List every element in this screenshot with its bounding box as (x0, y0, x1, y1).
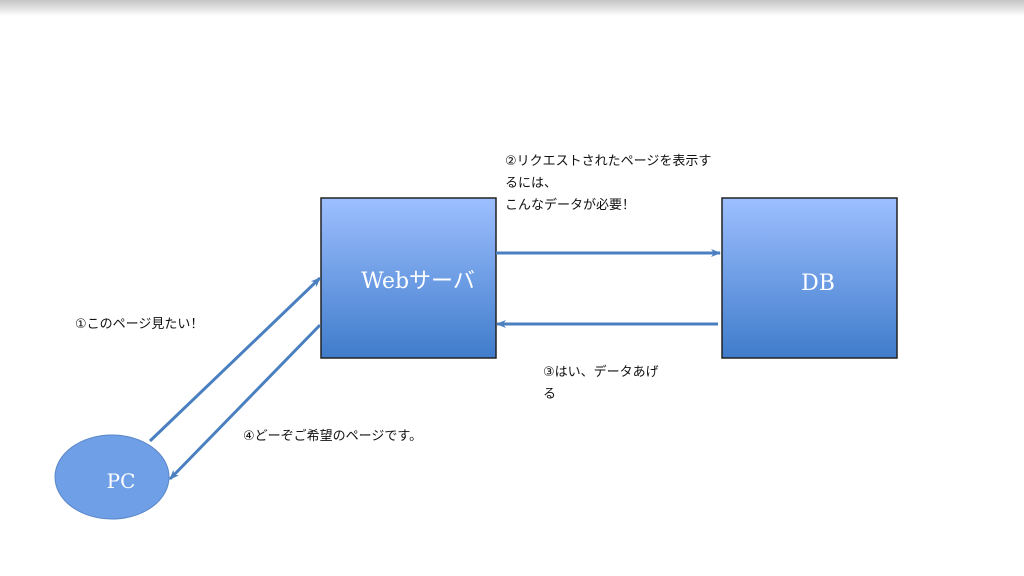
web-server-label: Webサーバ (361, 269, 475, 294)
step2-label: ②リクエストされたページを表示す るには、 こんなデータが必要！ (505, 151, 711, 217)
step4-label: ④どーぞご希望のページです。 (243, 429, 423, 444)
step1-label: ①このページ見たい！ (75, 317, 204, 332)
web-server-node[interactable]: Webサーバ (320, 197, 497, 359)
step3-line2: る (543, 387, 557, 402)
db-node[interactable]: DB (721, 197, 898, 359)
step2-line1: ②リクエストされたページを表示す (505, 154, 712, 169)
pc-label: PC (107, 469, 136, 493)
pc-node[interactable]: PC (54, 434, 170, 520)
arrow-web-to-pc (168, 323, 322, 481)
step2-line3: こんなデータが必要！ (505, 198, 636, 213)
step2-line2: るには、 (505, 176, 558, 191)
step3-label: ③はい、データあげ る (543, 362, 659, 406)
db-label: DB (801, 271, 835, 296)
top-shadow (0, 0, 1024, 16)
step3-line1: ③はい、データあげ (543, 365, 659, 380)
arrow-pc-to-web (148, 276, 322, 443)
